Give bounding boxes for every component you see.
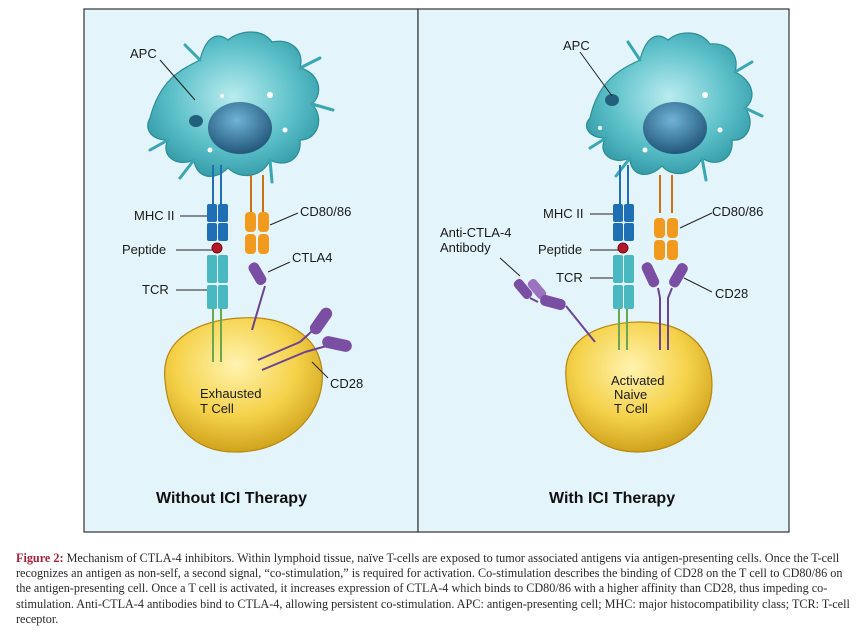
right-mhc-label: MHC II (543, 206, 583, 221)
right-cd80-label: CD80/86 (712, 204, 763, 219)
left-cd28-label: CD28 (330, 376, 363, 391)
right-tcr-label: TCR (556, 270, 583, 285)
figure-caption: Figure 2: Mechanism of CTLA-4 inhibitors… (16, 551, 850, 627)
left-cd80-label: CD80/86 (300, 204, 351, 219)
right-antibody-label-2: Antibody (440, 240, 491, 255)
right-tcell-label-1: Activated (611, 373, 664, 388)
right-mhc-ii (613, 165, 634, 241)
right-peptide (617, 242, 629, 254)
right-tcell-label-2: Naive (614, 387, 647, 402)
ctla4-mechanism-diagram: APC MHC II Peptide TCR CD80/86 CTLA4 CD2… (83, 8, 790, 533)
left-panel-title: Without ICI Therapy (156, 490, 307, 507)
right-apc-nucleus (643, 102, 707, 154)
left-mhc-label: MHC II (134, 208, 174, 223)
right-peptide-label: Peptide (538, 242, 582, 257)
right-antibody-label-1: Anti-CTLA-4 (440, 225, 512, 240)
right-tcr (613, 255, 634, 350)
right-panel-title: With ICI Therapy (549, 490, 675, 507)
right-anti-ctla4-antibody (513, 278, 596, 343)
left-apc-nucleus (208, 102, 272, 154)
right-tcell (565, 321, 713, 453)
right-apc (585, 32, 764, 182)
left-peptide (211, 242, 223, 254)
left-tcell (164, 317, 323, 453)
left-ctla4 (248, 262, 267, 331)
left-cd28 (257, 307, 352, 371)
left-tcr (207, 255, 228, 362)
right-cd28 (641, 262, 688, 350)
right-tcell-label-3: T Cell (614, 401, 648, 416)
figure-caption-text: Mechanism of CTLA-4 inhibitors. Within l… (16, 551, 850, 626)
left-tcr-label: TCR (142, 282, 169, 297)
left-apc (147, 31, 335, 184)
right-cd28-label: CD28 (715, 286, 748, 301)
left-apc-label: APC (130, 46, 157, 61)
left-mhc-ii (207, 165, 228, 241)
right-cd80-86 (654, 175, 678, 260)
left-ctla4-label: CTLA4 (292, 250, 332, 265)
left-cd80-86 (245, 175, 269, 254)
left-tcell-label-1: Exhausted (200, 386, 261, 401)
left-tcell-label-2: T Cell (200, 401, 234, 416)
right-apc-label: APC (563, 38, 590, 53)
figure-caption-label: Figure 2: (16, 551, 64, 565)
left-peptide-label: Peptide (122, 242, 166, 257)
